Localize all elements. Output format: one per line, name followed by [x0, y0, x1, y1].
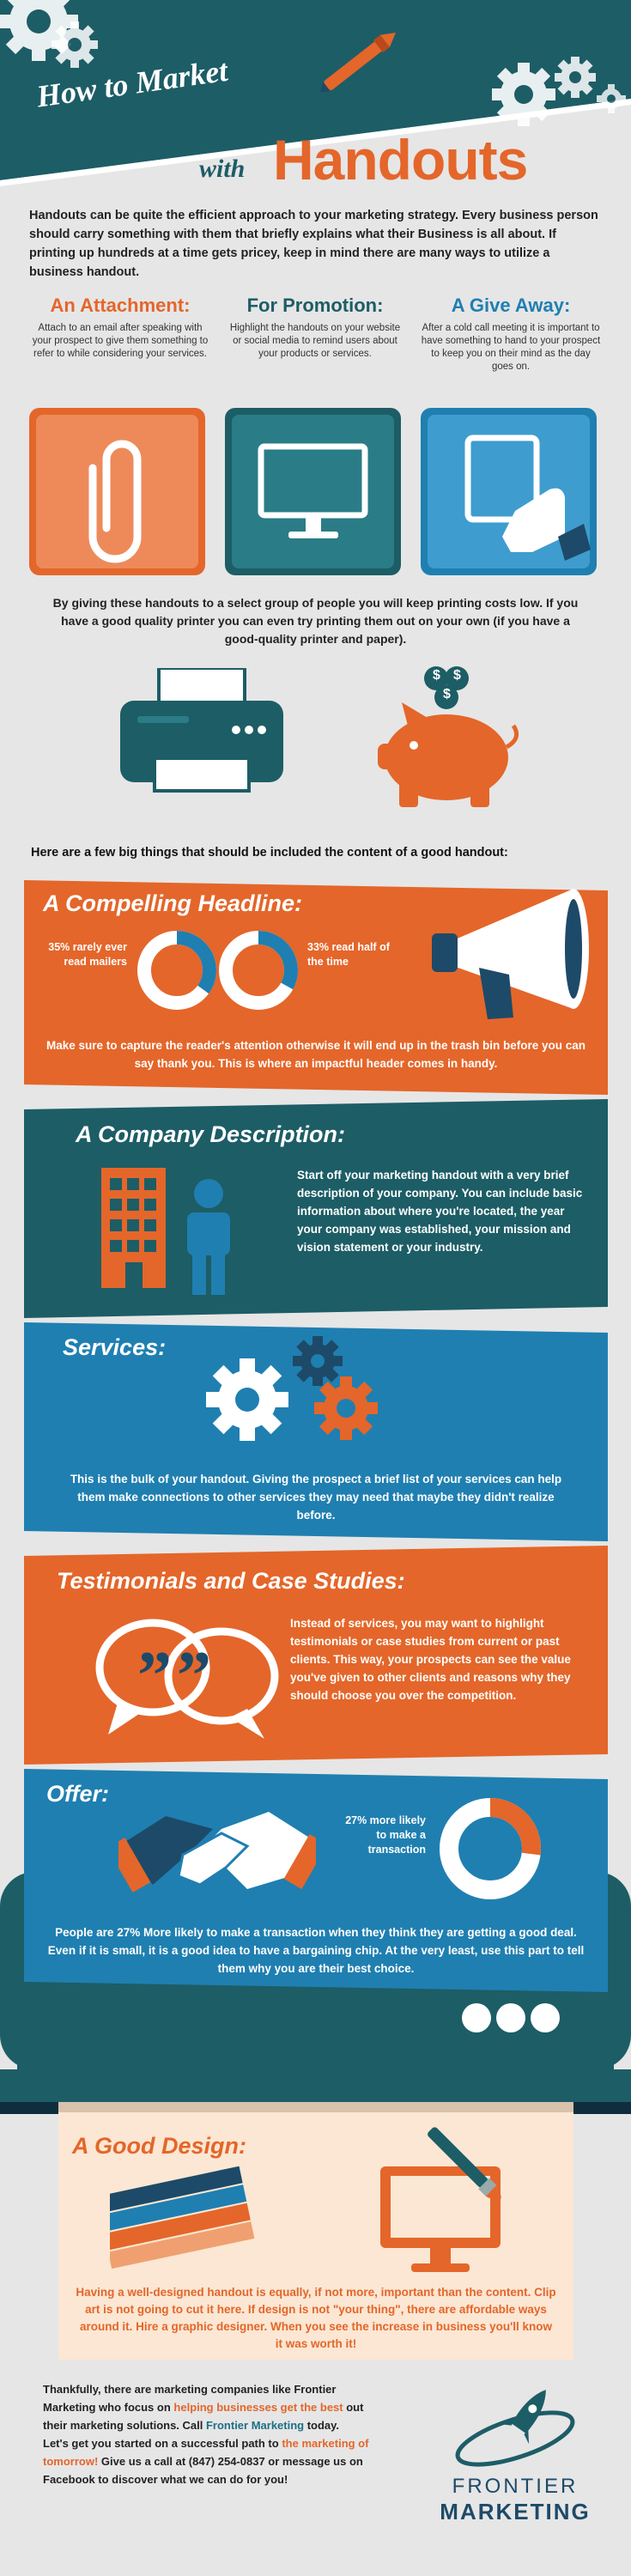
printer-icon — [120, 668, 283, 793]
donut-right-value — [219, 931, 298, 1010]
hand-with-paper-icon — [428, 415, 591, 568]
donut-charts — [137, 931, 298, 1010]
company-section: A Company Description: Start off your ma… — [24, 1099, 608, 1318]
column-attachment: An Attachment: Attach to an email after … — [30, 295, 210, 361]
offer-section: Offer: 27% more likely to make a transac… — [24, 1769, 608, 1992]
piggy-bank-icon — [378, 666, 519, 807]
section-text: This is the bulk of your handout. Giving… — [70, 1473, 562, 1522]
promotion-tile — [225, 408, 401, 575]
logo-text-bottom: MARKETING — [440, 2499, 591, 2524]
section-title: Testimonials and Case Studies: — [57, 1568, 405, 1594]
gear-icon — [492, 57, 626, 126]
gears-icon — [206, 1336, 378, 1441]
giving-text: By giving these handouts to a select gro… — [52, 596, 579, 646]
headline-section: A Compelling Headline: 35% rarely ever r… — [24, 880, 608, 1095]
coin-symbol: $ — [433, 668, 440, 683]
footer-link[interactable]: the marketing of tomorrow! — [43, 2437, 369, 2468]
services-background — [24, 1322, 608, 1541]
column-title: A Give Away: — [451, 295, 571, 316]
rocket-logo-icon — [455, 2390, 575, 2467]
section-title: A Company Description: — [76, 1121, 346, 1147]
paper-shadow — [58, 2102, 573, 2112]
color-swatches-icon — [110, 2166, 255, 2269]
section-text: Having a well-designed handout is equall… — [76, 2286, 556, 2350]
section-text: Start off your marketing handout with a … — [297, 1169, 583, 1254]
big-things-heading: Here are a few big things that should be… — [31, 846, 508, 860]
monitor-icon — [232, 415, 394, 568]
section-title: A Good Design: — [72, 2133, 246, 2159]
donut-left — [137, 931, 216, 1010]
stat-right: 33% read half of the time — [307, 941, 390, 968]
frontier-logo: FRONTIER MARKETING — [434, 2379, 597, 2542]
header: How to Market with Handouts — [0, 0, 631, 197]
offer-stat: 27% more likely to make a transaction — [345, 1814, 426, 1856]
megaphone-icon — [432, 889, 589, 1019]
footer-text-part: Thankfully, there are marketing companie… — [43, 2383, 337, 2414]
column-giveaway: A Give Away: After a cold call meeting i… — [421, 295, 601, 374]
building-person-icon — [101, 1168, 230, 1295]
footer-text: Thankfully, there are marketing companie… — [43, 2380, 386, 2488]
section-text: People are 27% More likely to make a tra… — [47, 1926, 585, 1975]
offer-donut — [440, 1798, 541, 1899]
gear-icon — [0, 0, 78, 61]
stat-left: 35% rarely ever read mailers — [48, 941, 127, 968]
monitor-brush-icon — [380, 2127, 501, 2272]
footer-text-part: Let's get you started on a successful pa… — [43, 2437, 282, 2450]
column-title: An Attachment: — [50, 295, 191, 316]
offer-donut-value — [440, 1798, 541, 1899]
company-background — [24, 1099, 608, 1318]
column-promotion: For Promotion: Highlight the handouts on… — [225, 295, 405, 361]
column-text: Highlight the handouts on your website o… — [229, 323, 401, 359]
paperclip-icon — [36, 415, 198, 568]
gear-icon — [52, 21, 98, 68]
svg-text:”: ” — [137, 1638, 172, 1714]
title-handouts: Handouts — [273, 128, 528, 191]
design-section: A Good Design: Having a well-designed ha… — [58, 2102, 573, 2360]
giveaway-tile — [421, 408, 597, 575]
coin-symbol: $ — [443, 687, 451, 702]
donut-left-value — [137, 931, 216, 1010]
attachment-tile — [29, 408, 205, 575]
services-section: Services: This is the bulk of your hando… — [24, 1322, 608, 1541]
footer-paragraph-2: Let's get you started on a successful pa… — [43, 2434, 386, 2488]
section-title: Services: — [63, 1334, 167, 1360]
svg-text:”: ” — [177, 1638, 211, 1714]
footer-text-part: out their marketing solutions. Call — [43, 2401, 364, 2432]
section-title: Offer: — [46, 1781, 110, 1807]
intro-text: Handouts can be quite the efficient appr… — [29, 209, 598, 279]
column-title: For Promotion: — [246, 295, 384, 316]
footer-paragraph-1: Thankfully, there are marketing companie… — [43, 2380, 386, 2434]
footer-text-part: today. — [304, 2419, 340, 2432]
title-with: with — [199, 155, 246, 183]
speech-bubbles-icon: ” ” — [95, 1619, 279, 1739]
logo-text-top: FRONTIER — [452, 2475, 579, 2498]
footer-link[interactable]: helping businesses get the best — [173, 2401, 343, 2414]
section-text: Instead of services, you may want to hig… — [290, 1617, 571, 1702]
footer-text-part: Give us a call at (847) 254-0837 or mess… — [43, 2455, 363, 2486]
donut-right — [219, 931, 298, 1010]
testimonials-section: Testimonials and Case Studies: ” ” Inste… — [24, 1546, 608, 1765]
column-text: Attach to an email after speaking with y… — [32, 323, 209, 359]
section-text: Make sure to capture the reader's attent… — [46, 1039, 586, 1070]
section-title: A Compelling Headline: — [43, 890, 303, 916]
footer-brand-link[interactable]: Frontier Marketing — [205, 2419, 305, 2432]
coin-symbol: $ — [453, 668, 461, 683]
handshake-icon — [118, 1812, 316, 1893]
paintbrush-icon — [319, 32, 396, 92]
column-text: After a cold call meeting it is importan… — [421, 323, 601, 372]
